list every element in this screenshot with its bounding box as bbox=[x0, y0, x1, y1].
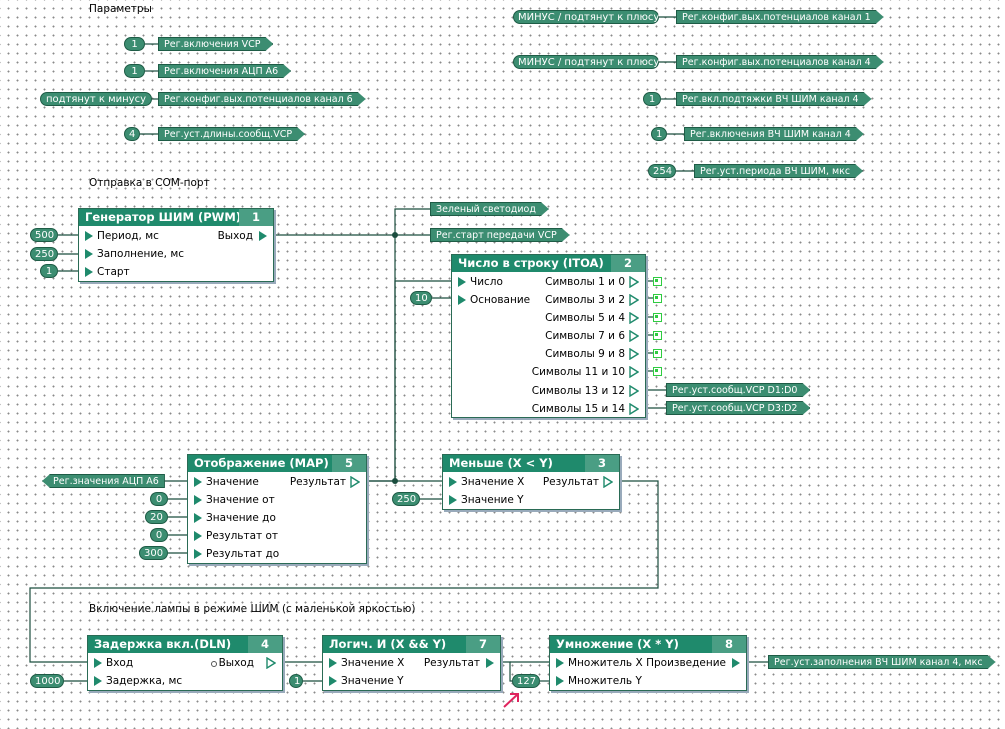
section-lamp-label: Включение лампы в режиме ШИМ (с маленько… bbox=[89, 603, 416, 615]
multiply-block[interactable]: Умножение (X * Y) 8 Множитель X Множитель… bbox=[549, 635, 747, 691]
delay-const[interactable]: 1000 bbox=[30, 674, 64, 688]
output-pin[interactable]: Символы 9 и 8 bbox=[545, 347, 639, 361]
param-tag[interactable]: Рег.включения VCP bbox=[158, 37, 273, 51]
map-const[interactable]: 0 bbox=[150, 528, 168, 542]
input-pin-y[interactable]: Множитель Y bbox=[556, 674, 642, 688]
input-pin-x[interactable]: Множитель X bbox=[556, 656, 643, 670]
block-title: Число в строку (ITOA) bbox=[458, 256, 604, 270]
output-pin[interactable]: Выход bbox=[218, 229, 267, 243]
param-tag[interactable]: Рег.включения АЦП А6 bbox=[158, 64, 291, 78]
param-tag[interactable]: Рег.конфиг.вых.потенциалов канал 6 bbox=[158, 92, 366, 106]
pwm-fill-tag[interactable]: Рег.уст.заполнения ВЧ ШИМ канал 4, мкс bbox=[768, 655, 996, 669]
param-tag[interactable]: Рег.уст.длины.сообщ.VCP bbox=[158, 127, 305, 141]
cursor-arrow-icon bbox=[503, 693, 519, 708]
vcp-start-tag[interactable]: Рег.старт передачи VCP bbox=[430, 228, 570, 242]
output-pin[interactable]: Результат bbox=[290, 475, 360, 489]
input-pin-y[interactable]: Значение Y bbox=[329, 674, 404, 688]
input-pin[interactable]: Значение от bbox=[194, 493, 275, 507]
less-than-block[interactable]: Меньше (X < Y) 3 Значение X Значение Y Ре… bbox=[442, 454, 620, 510]
param-tag[interactable]: Рег.конфиг.вых.потенциалов канал 4 bbox=[676, 55, 884, 69]
param-const[interactable]: МИНУС / подтянут к плюсу bbox=[513, 10, 659, 24]
block-title: Генератор ШИМ (PWM) bbox=[85, 210, 242, 224]
output-pin[interactable]: Символы 7 и 6 bbox=[545, 329, 639, 343]
block-title: Отображение (MAP) bbox=[194, 456, 329, 470]
input-pin-x[interactable]: Значение X bbox=[329, 656, 404, 670]
param-tag[interactable]: Рег.конфиг.вых.потенциалов канал 1 bbox=[676, 10, 884, 24]
output-pin[interactable]: Символы 5 и 4 bbox=[545, 311, 639, 325]
vcp-d3d2-tag[interactable]: Рег.уст.сообщ.VCP D3:D2 bbox=[666, 401, 810, 415]
terminator-icon[interactable] bbox=[653, 367, 662, 376]
output-pin[interactable]: Символы 1 и 0 bbox=[545, 275, 639, 289]
and-y-const[interactable]: 1 bbox=[289, 674, 303, 688]
input-pin[interactable]: Значение до bbox=[194, 511, 276, 525]
param-tag[interactable]: Рег.включения ВЧ ШИМ канал 4 bbox=[684, 127, 864, 141]
terminator-icon[interactable] bbox=[653, 313, 662, 322]
param-const[interactable]: 1 bbox=[124, 64, 145, 78]
input-pin-in[interactable]: Вход bbox=[94, 656, 133, 670]
output-pin[interactable]: Результат bbox=[424, 656, 494, 670]
param-tag[interactable]: Рег.вкл.подтяжки ВЧ ШИМ канал 4 bbox=[676, 92, 872, 106]
param-const[interactable]: 254 bbox=[648, 164, 676, 178]
output-pin[interactable]: Результат bbox=[543, 475, 613, 489]
block-title: Логич. И (X && Y) bbox=[329, 637, 447, 651]
block-title: Умножение (X * Y) bbox=[556, 637, 679, 651]
map-block[interactable]: Отображение (MAP)5 Значение Значение от … bbox=[187, 454, 367, 564]
input-pin-y[interactable]: Значение Y bbox=[449, 493, 524, 507]
green-led-tag[interactable]: Зеленый светодиод bbox=[430, 202, 549, 216]
vcp-d1d0-tag[interactable]: Рег.уст.сообщ.VCP D1:D0 bbox=[666, 383, 810, 397]
param-const[interactable]: 1 bbox=[124, 37, 145, 51]
fill-const[interactable]: 250 bbox=[30, 247, 58, 261]
input-pin[interactable]: Результат до bbox=[194, 547, 279, 561]
map-const[interactable]: 0 bbox=[150, 492, 168, 506]
terminator-icon[interactable] bbox=[653, 277, 662, 286]
output-pin[interactable]: Выход bbox=[210, 656, 276, 670]
itoa-block[interactable]: Число в строку (ITOA) 2 Число Основание С… bbox=[451, 254, 646, 418]
output-pin[interactable]: Символы 11 и 10 bbox=[532, 365, 639, 379]
block-title: Задержка вкл.(DLN) bbox=[94, 637, 232, 651]
block-number: 2 bbox=[611, 255, 645, 272]
map-const[interactable]: 20 bbox=[145, 510, 168, 524]
start-const[interactable]: 1 bbox=[40, 264, 58, 278]
delay-block[interactable]: Задержка вкл.(DLN) 4 Вход Задержка, мс Вы… bbox=[87, 635, 283, 691]
block-title: Меньше (X < Y) bbox=[449, 456, 553, 470]
param-const[interactable]: 1 bbox=[651, 127, 667, 141]
block-number: 3 bbox=[585, 455, 619, 472]
pwm-generator-block[interactable]: Генератор ШИМ (PWM)1 Период, мс Заполнен… bbox=[78, 208, 274, 282]
param-const[interactable]: МИНУС / подтянут к плюсу bbox=[513, 55, 659, 69]
input-pin-fill[interactable]: Заполнение, мс bbox=[85, 247, 184, 261]
block-number: 5 bbox=[332, 455, 366, 472]
period-const[interactable]: 500 bbox=[30, 228, 58, 242]
base-const[interactable]: 10 bbox=[410, 291, 432, 305]
input-pin-number[interactable]: Число bbox=[458, 275, 503, 289]
param-tag[interactable]: Рег.уст.периода ВЧ ШИМ, мкс bbox=[694, 164, 863, 178]
multiplier-const[interactable]: 127 bbox=[512, 674, 540, 688]
input-pin[interactable]: Значение bbox=[194, 475, 259, 489]
adc-value-tag[interactable]: Рег.значения АЦП А6 bbox=[42, 474, 165, 488]
block-number: 4 bbox=[248, 636, 282, 653]
input-pin-start[interactable]: Старт bbox=[85, 265, 130, 279]
block-number: 1 bbox=[239, 209, 273, 226]
input-pin[interactable]: Результат от bbox=[194, 529, 278, 543]
terminator-icon[interactable] bbox=[653, 294, 662, 303]
output-pin[interactable]: Символы 3 и 2 bbox=[545, 293, 639, 307]
input-pin-x[interactable]: Значение X bbox=[449, 475, 524, 489]
input-pin-period[interactable]: Период, мс bbox=[85, 229, 159, 243]
input-pin-base[interactable]: Основание bbox=[458, 293, 530, 307]
input-pin-delay[interactable]: Задержка, мс bbox=[94, 674, 182, 688]
terminator-icon[interactable] bbox=[653, 349, 662, 358]
block-number: 7 bbox=[466, 636, 500, 653]
output-pin[interactable]: Символы 15 и 14 bbox=[532, 402, 639, 416]
and-block[interactable]: Логич. И (X && Y) 7 Значение X Значение Y… bbox=[322, 635, 501, 691]
param-const[interactable]: 1 bbox=[643, 92, 661, 106]
param-const[interactable]: 4 bbox=[124, 127, 140, 141]
y-const[interactable]: 250 bbox=[392, 492, 420, 506]
section-params-label: Параметры bbox=[89, 3, 152, 15]
section-com-label: Отправка в COM-порт bbox=[89, 177, 210, 189]
param-const[interactable]: подтянут к минусу bbox=[40, 92, 152, 106]
terminator-icon[interactable] bbox=[653, 331, 662, 340]
block-number: 8 bbox=[712, 636, 746, 653]
output-pin[interactable]: Произведение bbox=[646, 656, 740, 670]
map-const[interactable]: 300 bbox=[139, 546, 168, 560]
output-pin[interactable]: Символы 13 и 12 bbox=[532, 384, 639, 398]
